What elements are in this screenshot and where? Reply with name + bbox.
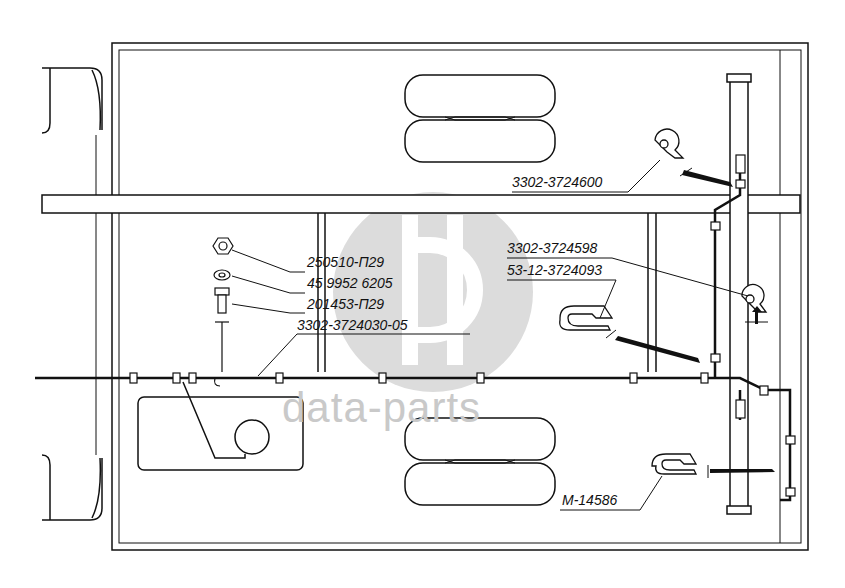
fastener (213, 238, 233, 313)
part-number: 3302-3724598 (507, 239, 597, 257)
frame-rail (42, 195, 800, 213)
leader-line (232, 160, 768, 510)
arrow (615, 170, 775, 473)
watermark: data-parts (282, 384, 481, 432)
pipe-clip (130, 155, 795, 496)
cab-fender (42, 68, 102, 133)
part-number: 45 9952 6205 (307, 274, 393, 292)
part-number: 53-12-3724093 (507, 261, 602, 279)
part-number: 3302-3724600 (512, 173, 602, 191)
part-number: М-14586 (562, 491, 617, 509)
part-number: 250510-П29 (307, 253, 384, 271)
part-number: 3302-3724030-05 (297, 316, 408, 334)
spare-wheel (138, 397, 303, 470)
logo-watermark (333, 192, 533, 392)
part-number: 201453-П29 (307, 295, 384, 313)
brake-pipe (35, 160, 790, 500)
wheel (405, 75, 555, 505)
body-outline (112, 43, 808, 550)
